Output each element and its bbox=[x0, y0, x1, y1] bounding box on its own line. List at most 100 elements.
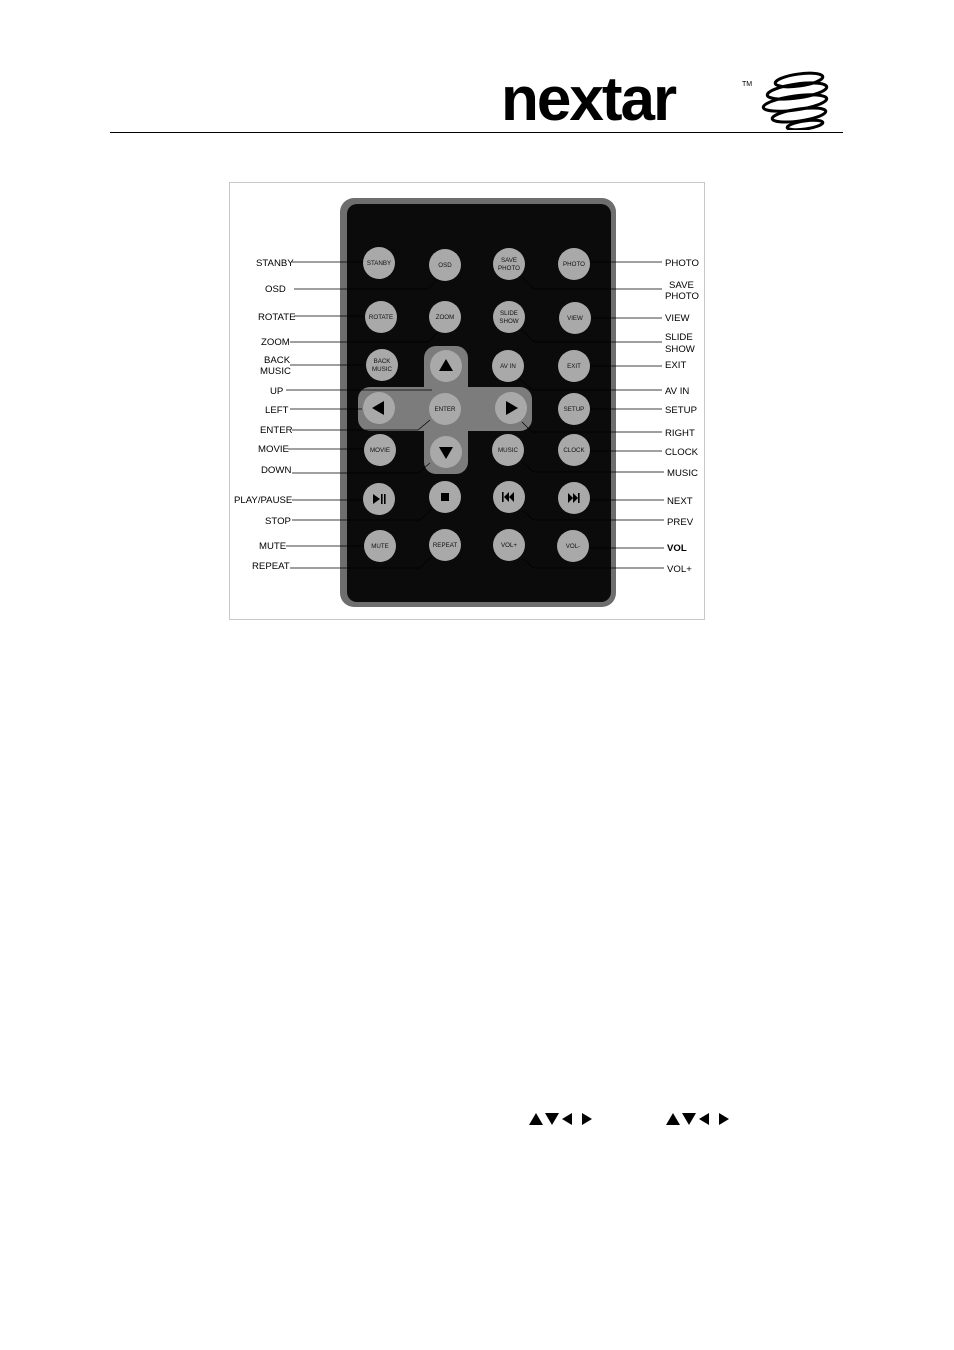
back-music-button[interactable]: BACK MUSIC bbox=[366, 349, 398, 381]
enter-button-label: ENTER bbox=[435, 406, 457, 413]
right-button[interactable] bbox=[495, 392, 527, 424]
callout-music-r: MUSIC bbox=[667, 468, 698, 479]
clock-button-label: CLOCK bbox=[563, 447, 585, 454]
photo-button-label: PHOTO bbox=[563, 261, 585, 268]
left-button[interactable] bbox=[363, 392, 395, 424]
back-music-label-line1: BACK bbox=[374, 358, 392, 365]
callout-osd: OSD bbox=[265, 284, 286, 295]
callout-enter: ENTER bbox=[260, 425, 293, 436]
next-track-icon bbox=[568, 493, 580, 503]
globe-swirl-icon bbox=[761, 71, 829, 132]
zoom-button[interactable]: ZOOM bbox=[429, 301, 461, 333]
vol-plus-button[interactable]: VOL+ bbox=[493, 529, 525, 561]
osd-button[interactable]: OSD bbox=[429, 249, 461, 281]
photo-button[interactable]: PHOTO bbox=[558, 248, 590, 280]
callout-play-pause: PLAY/PAUSE bbox=[234, 495, 292, 506]
play-pause-button[interactable] bbox=[363, 483, 395, 515]
prev-button[interactable] bbox=[493, 481, 525, 513]
trademark-mark: TM bbox=[742, 81, 752, 88]
av-in-button-label: AV IN bbox=[500, 363, 516, 370]
callout-stop: STOP bbox=[265, 516, 291, 527]
zoom-button-label: ZOOM bbox=[436, 314, 455, 321]
callout-movie: MOVIE bbox=[258, 444, 289, 455]
back-music-label-line2: MUSIC bbox=[372, 366, 392, 373]
remote-control-diagram: STANBY OSD ROTATE ZOOM BACK MUSIC UP LEF… bbox=[229, 182, 705, 620]
callout-left: LEFT bbox=[265, 405, 289, 416]
callout-stanby: STANBY bbox=[256, 258, 294, 269]
left-triangle-icon bbox=[699, 1113, 709, 1125]
header-divider bbox=[110, 132, 843, 133]
save-photo-label-line1: SAVE bbox=[501, 257, 517, 264]
down-triangle-icon bbox=[439, 447, 453, 459]
callout-slide: SLIDE bbox=[665, 332, 693, 343]
callout-setup: SETUP bbox=[665, 405, 697, 416]
up-triangle-icon bbox=[529, 1113, 543, 1125]
exit-button-label: EXIT bbox=[567, 363, 581, 370]
callout-rotate: ROTATE bbox=[258, 312, 295, 323]
left-callouts: STANBY OSD ROTATE ZOOM BACK MUSIC UP LEF… bbox=[234, 258, 295, 572]
down-button[interactable] bbox=[430, 436, 462, 468]
rotate-button[interactable]: ROTATE bbox=[365, 301, 397, 333]
callout-down: DOWN bbox=[261, 465, 291, 476]
view-button-label: VIEW bbox=[567, 315, 583, 322]
repeat-button[interactable]: REPEAT bbox=[429, 529, 461, 561]
vol-minus-button-label: VOL- bbox=[566, 543, 580, 550]
left-leader-lines bbox=[286, 261, 441, 569]
mute-button-label: MUTE bbox=[371, 543, 389, 550]
right-callouts: PHOTO SAVE PHOTO VIEW SLIDE SHOW EXIT AV… bbox=[665, 258, 699, 575]
logo-text: nextar bbox=[501, 68, 677, 130]
setup-button[interactable]: SETUP bbox=[558, 393, 590, 425]
slide-show-label-line2: SHOW bbox=[499, 318, 518, 325]
mute-button[interactable]: MUTE bbox=[364, 530, 396, 562]
callout-next: NEXT bbox=[667, 496, 693, 507]
next-button[interactable] bbox=[558, 482, 590, 514]
osd-button-label: OSD bbox=[438, 262, 452, 269]
callout-vol-plus: VOL+ bbox=[667, 564, 692, 575]
setup-button-label: SETUP bbox=[564, 406, 585, 413]
right-triangle-icon bbox=[719, 1113, 729, 1125]
right-triangle-icon bbox=[582, 1113, 592, 1125]
up-triangle-icon bbox=[439, 359, 453, 371]
down-triangle-icon bbox=[545, 1113, 559, 1125]
callout-save: SAVE bbox=[669, 280, 694, 291]
brand-logo: nextar TM bbox=[487, 65, 843, 134]
callout-right: RIGHT bbox=[665, 428, 695, 439]
callout-show: SHOW bbox=[665, 344, 696, 355]
stop-button[interactable] bbox=[429, 481, 461, 513]
save-photo-button[interactable]: SAVE PHOTO bbox=[493, 248, 525, 280]
remote-buttons: STANBY OSD SAVE PHOTO PHOTO ROTATE ZOOM … bbox=[363, 247, 591, 562]
up-triangle-icon bbox=[666, 1113, 680, 1125]
down-triangle-icon bbox=[682, 1113, 696, 1125]
left-triangle-icon bbox=[372, 401, 384, 415]
stop-square-icon bbox=[441, 493, 449, 501]
stanby-button[interactable]: STANBY bbox=[363, 247, 395, 279]
right-triangle-icon bbox=[506, 401, 518, 415]
play-pause-icon bbox=[373, 494, 380, 504]
callout-view: VIEW bbox=[665, 313, 690, 324]
up-button[interactable] bbox=[430, 350, 462, 382]
music-button[interactable]: MUSIC bbox=[492, 434, 524, 466]
repeat-button-label: REPEAT bbox=[433, 542, 458, 549]
callout-up: UP bbox=[270, 386, 283, 397]
slide-show-button[interactable]: SLIDE SHOW bbox=[493, 301, 525, 333]
enter-button[interactable]: ENTER bbox=[429, 393, 461, 425]
callout-av-in: AV IN bbox=[665, 386, 689, 397]
slide-show-label-line1: SLIDE bbox=[500, 310, 518, 317]
movie-button[interactable]: MOVIE bbox=[364, 434, 396, 466]
clock-button[interactable]: CLOCK bbox=[558, 434, 590, 466]
exit-button[interactable]: EXIT bbox=[558, 350, 590, 382]
callout-prev: PREV bbox=[667, 517, 694, 528]
arrow-keys-symbol-group-2 bbox=[666, 1111, 730, 1127]
callout-photo-2: PHOTO bbox=[665, 291, 699, 302]
save-photo-label-line2: PHOTO bbox=[498, 265, 520, 272]
vol-minus-button[interactable]: VOL- bbox=[557, 530, 589, 562]
callout-exit: EXIT bbox=[665, 360, 686, 371]
callout-repeat: REPEAT bbox=[252, 561, 290, 572]
callout-clock: CLOCK bbox=[665, 447, 699, 458]
stanby-button-label: STANBY bbox=[367, 260, 391, 267]
av-in-button[interactable]: AV IN bbox=[492, 350, 524, 382]
callout-zoom: ZOOM bbox=[261, 337, 290, 348]
view-button[interactable]: VIEW bbox=[559, 302, 591, 334]
movie-button-label: MOVIE bbox=[370, 447, 390, 454]
arrow-keys-symbol-group-1 bbox=[529, 1111, 593, 1127]
